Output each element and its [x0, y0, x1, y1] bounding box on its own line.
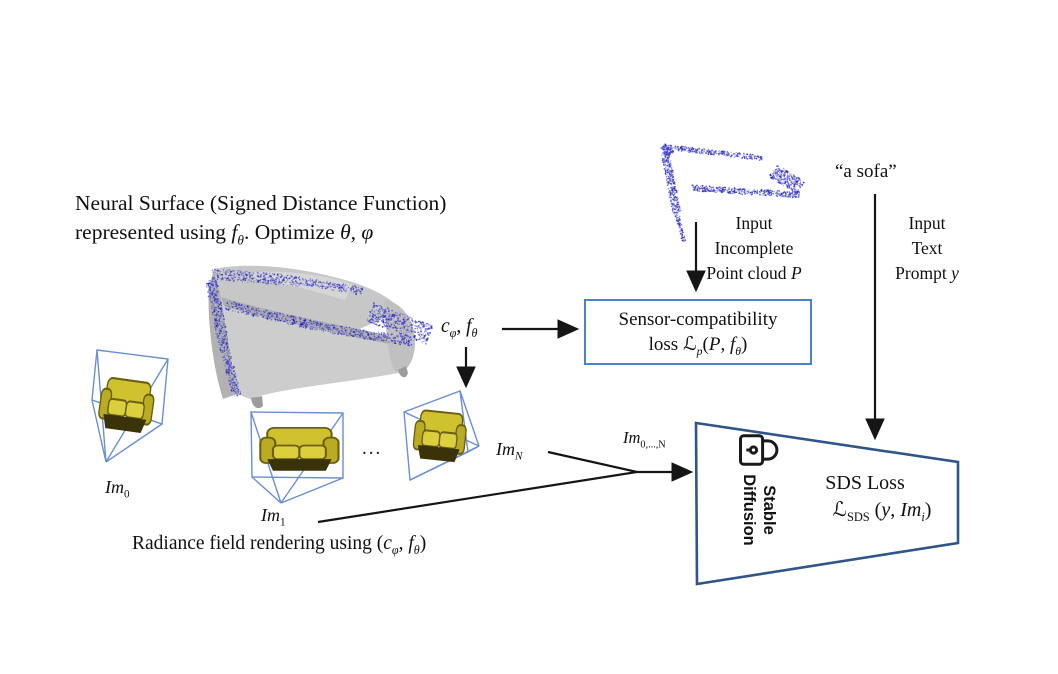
label-im1: Im1 — [261, 505, 286, 529]
point-cloud-dots — [206, 268, 433, 397]
input-text-prompt-label: Input Text Prompt y — [895, 213, 959, 283]
arrows — [317, 194, 885, 524]
label-im0-to-N: Im0,...,N — [623, 428, 666, 451]
sds-loss-formula: ℒSDS (y, Imi) — [832, 497, 932, 524]
sensor-loss-line1: Sensor-compatibility — [618, 309, 778, 330]
label-im0: Im0 — [105, 477, 130, 501]
label-imN: ImN — [496, 439, 523, 463]
stable-diffusion-label: Stable Diffusion — [740, 474, 779, 546]
sds-loss-title: SDS Loss — [825, 472, 905, 494]
radiance-field-caption: Radiance field rendering using (cφ, fθ) — [132, 533, 427, 557]
ellipsis: ... — [362, 438, 383, 459]
rendered-sofa-im0 — [95, 375, 158, 436]
rendered-sofa-im1 — [259, 426, 340, 472]
text-prompt-quote: “a sofa” — [835, 161, 897, 182]
sensor-loss-formula: loss ℒp(P, fθ) — [648, 333, 748, 358]
camera-sdf-label: cφ, fθ — [441, 316, 478, 340]
caption-line1: Neural Surface (Signed Distance Function… — [75, 191, 447, 215]
line-imN-to-merge — [547, 450, 638, 474]
incomplete-point-cloud — [660, 143, 805, 242]
sensor-compatibility-loss-box: Sensor-compatibility loss ℒp(P, fθ) — [584, 299, 812, 365]
caption-line2: represented using fθ. Optimize θ, φ — [75, 219, 374, 247]
camera-frustum-imN — [403, 390, 480, 482]
line-im1-to-merge — [317, 470, 638, 524]
lock-icon — [739, 434, 779, 466]
figure-caption-neural-surface: Neural Surface (Signed Distance Function… — [75, 189, 446, 246]
input-pointcloud-label: Input Incomplete Point cloud P — [706, 213, 802, 283]
